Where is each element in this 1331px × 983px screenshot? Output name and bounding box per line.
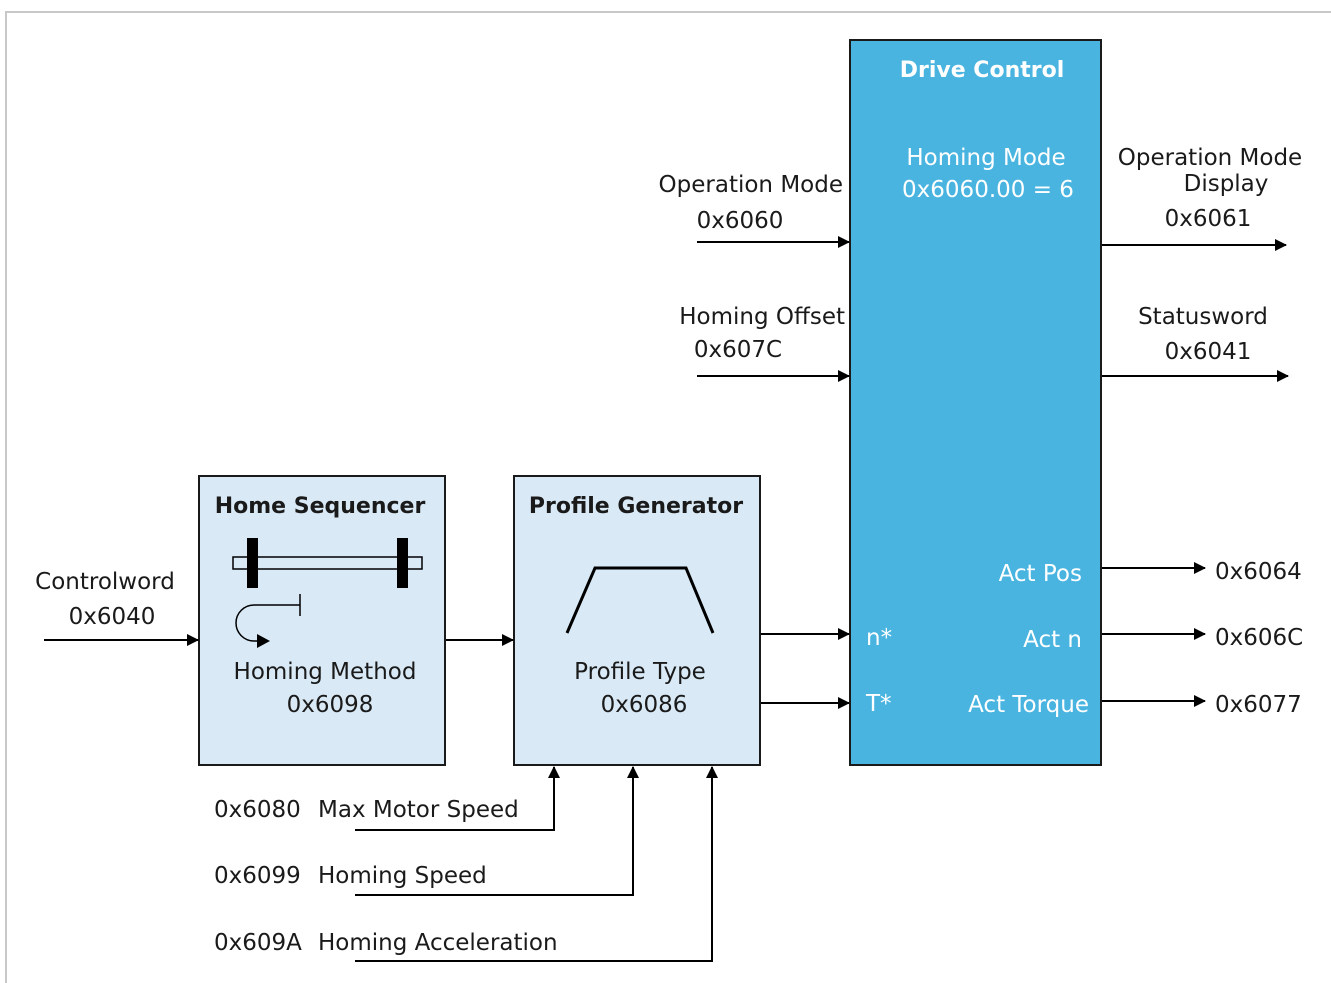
homing-speed-code: 0x6099 [214, 863, 301, 889]
statusword-label: Statusword [1138, 304, 1268, 330]
operation-mode-code: 0x6060 [697, 208, 784, 234]
act-n-label: Act n [1023, 627, 1082, 653]
statusword-code: 0x6041 [1165, 339, 1252, 365]
home-sequencer-block [198, 475, 446, 766]
op-mode-display-label-2: Display [1184, 171, 1269, 197]
homing-method-label: Homing Method [234, 659, 417, 685]
homing-speed-arrow [355, 766, 639, 896]
act-torque-label: Act Torque [968, 692, 1089, 718]
controlword-code: 0x6040 [69, 604, 156, 630]
act-n-code: 0x606C [1215, 625, 1303, 651]
homing-method-code: 0x6098 [287, 692, 374, 718]
max-motor-speed-arrow [355, 766, 560, 831]
act-pos-code: 0x6064 [1215, 559, 1302, 585]
homing-axis-icon [232, 538, 423, 588]
act-torque-code: 0x6077 [1215, 692, 1302, 718]
profile-type-code: 0x6086 [601, 692, 688, 718]
controlword-label: Controlword [35, 569, 175, 595]
homing-offset-label: Homing Offset [679, 304, 845, 330]
trapezoid-profile-icon [565, 566, 715, 634]
homing-offset-code: 0x607C [694, 337, 782, 363]
homing-acceleration-code: 0x609A [214, 930, 302, 956]
op-mode-display-label-1: Operation Mode [1118, 145, 1302, 171]
act-pos-label: Act Pos [999, 561, 1082, 587]
drive-control-block [849, 39, 1102, 766]
profile-type-label: Profile Type [574, 659, 706, 685]
max-motor-speed-code: 0x6080 [214, 797, 301, 823]
operation-mode-label: Operation Mode [659, 172, 843, 198]
return-arrow-icon [235, 594, 301, 648]
profile-generator-block [513, 475, 761, 766]
max-motor-speed-label: Max Motor Speed [318, 797, 519, 823]
speed-setpoint-label: n* [866, 625, 892, 651]
homing-acceleration-label: Homing Acceleration [318, 930, 558, 956]
diagram-frame [5, 11, 1331, 983]
drive-mode-label: Homing Mode [906, 145, 1065, 171]
home-sequencer-title: Home Sequencer [215, 494, 426, 519]
op-mode-display-code: 0x6061 [1165, 206, 1252, 232]
drive-mode-value: 0x6060.00 = 6 [902, 177, 1074, 203]
homing-speed-label: Homing Speed [318, 863, 487, 889]
profile-generator-title: Profile Generator [529, 494, 743, 519]
drive-control-title: Drive Control [900, 58, 1065, 83]
homing-acceleration-arrow [355, 766, 718, 962]
torque-setpoint-label: T* [865, 691, 892, 717]
